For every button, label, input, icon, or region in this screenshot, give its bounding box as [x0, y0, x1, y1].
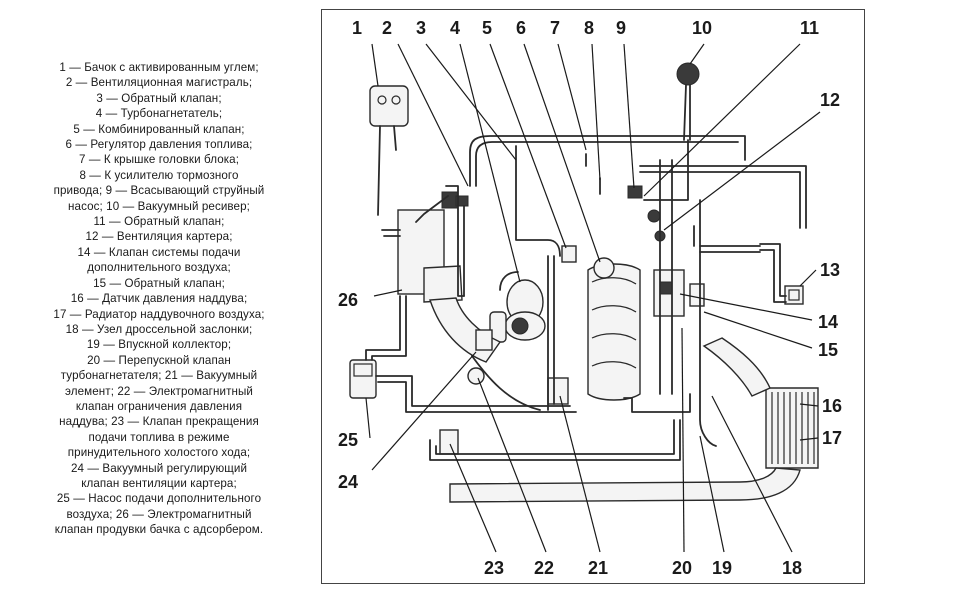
callout-3: 3: [416, 18, 426, 38]
callout-20: 20: [672, 558, 692, 578]
leader-lines: [365, 43, 821, 553]
legend-line: 6 — Регулятор давления топлива;: [65, 138, 253, 152]
intake-manifold: [587, 257, 641, 401]
legend-line: 7 — К крышке головки блока;: [78, 153, 240, 167]
legend-line: привода; 9 — Всасывающий струйный: [53, 184, 265, 198]
legend-line: 25 — Насос подачи дополнительного: [56, 492, 262, 506]
legend-line: элемент; 22 — Электромагнитный: [65, 384, 253, 398]
legend-line: воздуха; 26 — Электромагнитный: [66, 507, 252, 521]
callout-2: 2: [382, 18, 392, 38]
legend-line: 4 — Турбонагнетатель;: [95, 107, 223, 121]
callout-12: 12: [820, 90, 840, 110]
callout-23: 23: [484, 558, 504, 578]
callout-22: 22: [534, 558, 554, 578]
legend-line: подачи топлива в режиме: [88, 430, 230, 444]
legend-line: 15 — Обратный клапан;: [93, 276, 225, 290]
callout-16: 16: [822, 396, 842, 416]
callout-11: 11: [800, 18, 819, 38]
callout-9: 9: [616, 18, 626, 38]
callout-10: 10: [692, 18, 712, 38]
diagram-frame: [321, 9, 865, 584]
legend-line: 5 — Комбинированный клапан;: [73, 122, 245, 136]
callout-18: 18: [782, 558, 802, 578]
intercooler: [765, 387, 819, 469]
legend-line: 3 — Обратный клапан;: [96, 91, 222, 105]
air-pump: [349, 359, 377, 399]
legend-line: 2 — Вентиляционная магистраль;: [65, 76, 253, 90]
legend-line: принудительного холостого хода;: [67, 446, 251, 460]
legend: 1 — Бачок с активированным углем; 2 — Ве…: [2, 60, 316, 538]
legend-line: клапан ограничения давления: [75, 399, 243, 413]
legend-line: 16 — Датчик давления наддува;: [70, 292, 248, 306]
legend-line: клапан продувки бачка с адсорбером.: [54, 523, 264, 537]
callout-21: 21: [588, 558, 608, 578]
legend-line: дополнительного воздуха;: [87, 261, 231, 275]
callout-4: 4: [450, 18, 460, 38]
vacuum-reservoir: [676, 62, 700, 141]
legend-line: наддува; 23 — Клапан прекращения: [59, 415, 259, 429]
legend-line: 14 — Клапан системы подачи: [77, 245, 241, 259]
legend-line: 18 — Узел дроссельной заслонки;: [65, 322, 253, 336]
callout-15: 15: [818, 340, 838, 360]
callout-1: 1: [352, 18, 362, 38]
callout-8: 8: [584, 18, 594, 38]
legend-line: 24 — Вакуумный регулирующий: [70, 461, 248, 475]
legend-line: турбонагнетателя; 21 — Вакуумный: [60, 369, 258, 383]
charcoal-canister: [369, 85, 409, 216]
legend-line: 12 — Вентиляция картера;: [85, 230, 233, 244]
legend-line: 19 — Впускной коллектор;: [86, 338, 232, 352]
callout-19: 19: [712, 558, 732, 578]
turbocharger: [489, 279, 546, 343]
callout-7: 7: [550, 18, 560, 38]
callout-13: 13: [820, 260, 840, 280]
legend-line: насос; 10 — Вакуумный ресивер;: [68, 199, 250, 213]
callout-26: 26: [338, 290, 358, 310]
callout-5: 5: [482, 18, 492, 38]
legend-line: 1 — Бачок с активированным углем;: [59, 61, 259, 74]
callout-24: 24: [338, 472, 358, 492]
callout-14: 14: [818, 312, 838, 332]
legend-line: 17 — Радиатор наддувочного воздуха;: [53, 307, 265, 321]
callout-25: 25: [338, 430, 358, 450]
sensor-box: [784, 285, 804, 305]
callout-17: 17: [822, 428, 842, 448]
legend-line: 8 — К усилителю тормозного: [79, 168, 239, 182]
legend-line: клапан вентиляции картера;: [81, 476, 237, 490]
legend-line: 11 — Обратный клапан;: [93, 215, 225, 229]
callout-6: 6: [516, 18, 526, 38]
legend-line: 20 — Перепускной клапан: [87, 353, 231, 367]
